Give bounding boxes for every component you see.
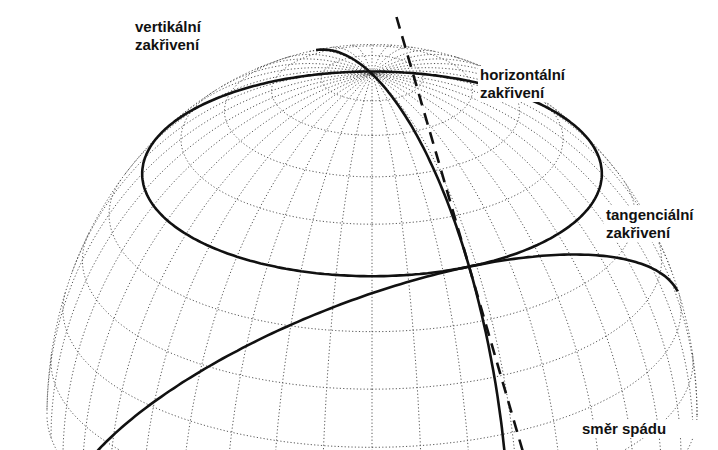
grid-parallel bbox=[321, 56, 423, 101]
curvature-curves bbox=[77, 17, 677, 450]
curve-label: směr spádu bbox=[580, 420, 714, 438]
grid-meridian bbox=[372, 47, 413, 74]
curve-label: vertikální zakřivení bbox=[133, 18, 237, 54]
grid-parallel bbox=[47, 418, 372, 450]
grid-parallel bbox=[142, 131, 372, 277]
curve-label: tangenciální zakřivení bbox=[604, 206, 714, 242]
grid-meridian bbox=[321, 74, 372, 450]
grid-meridian bbox=[63, 74, 372, 450]
grid-meridian bbox=[51, 74, 372, 438]
horizontal-curve bbox=[142, 72, 602, 277]
grid-parallel bbox=[272, 46, 473, 135]
grid-meridian bbox=[372, 74, 635, 450]
grid-meridian bbox=[372, 45, 392, 74]
grid-meridian bbox=[372, 74, 697, 415]
grid-meridian bbox=[272, 74, 372, 450]
grid-meridian bbox=[372, 45, 373, 74]
dome-outline bbox=[47, 45, 697, 416]
grid-parallel bbox=[181, 90, 372, 224]
dotted-grid bbox=[47, 45, 697, 450]
grid-meridian bbox=[175, 68, 373, 121]
grid-meridian bbox=[82, 74, 372, 450]
grid-meridian bbox=[225, 74, 373, 450]
grid-parallel bbox=[82, 233, 372, 389]
grid-meridian bbox=[47, 74, 372, 409]
grid-parallel bbox=[109, 180, 372, 331]
grid-parallel bbox=[225, 57, 373, 177]
vertical-curve bbox=[316, 50, 509, 450]
grid-parallel bbox=[51, 354, 372, 450]
grid-parallel bbox=[63, 293, 372, 448]
grid-meridian bbox=[372, 74, 373, 450]
grid-meridian bbox=[72, 73, 372, 271]
grid-meridian bbox=[181, 74, 372, 450]
curve-label: horizontální zakřivení bbox=[478, 66, 594, 102]
grid-meridian bbox=[372, 74, 472, 450]
grid-meridian bbox=[109, 74, 372, 450]
grid-meridian bbox=[221, 64, 372, 87]
